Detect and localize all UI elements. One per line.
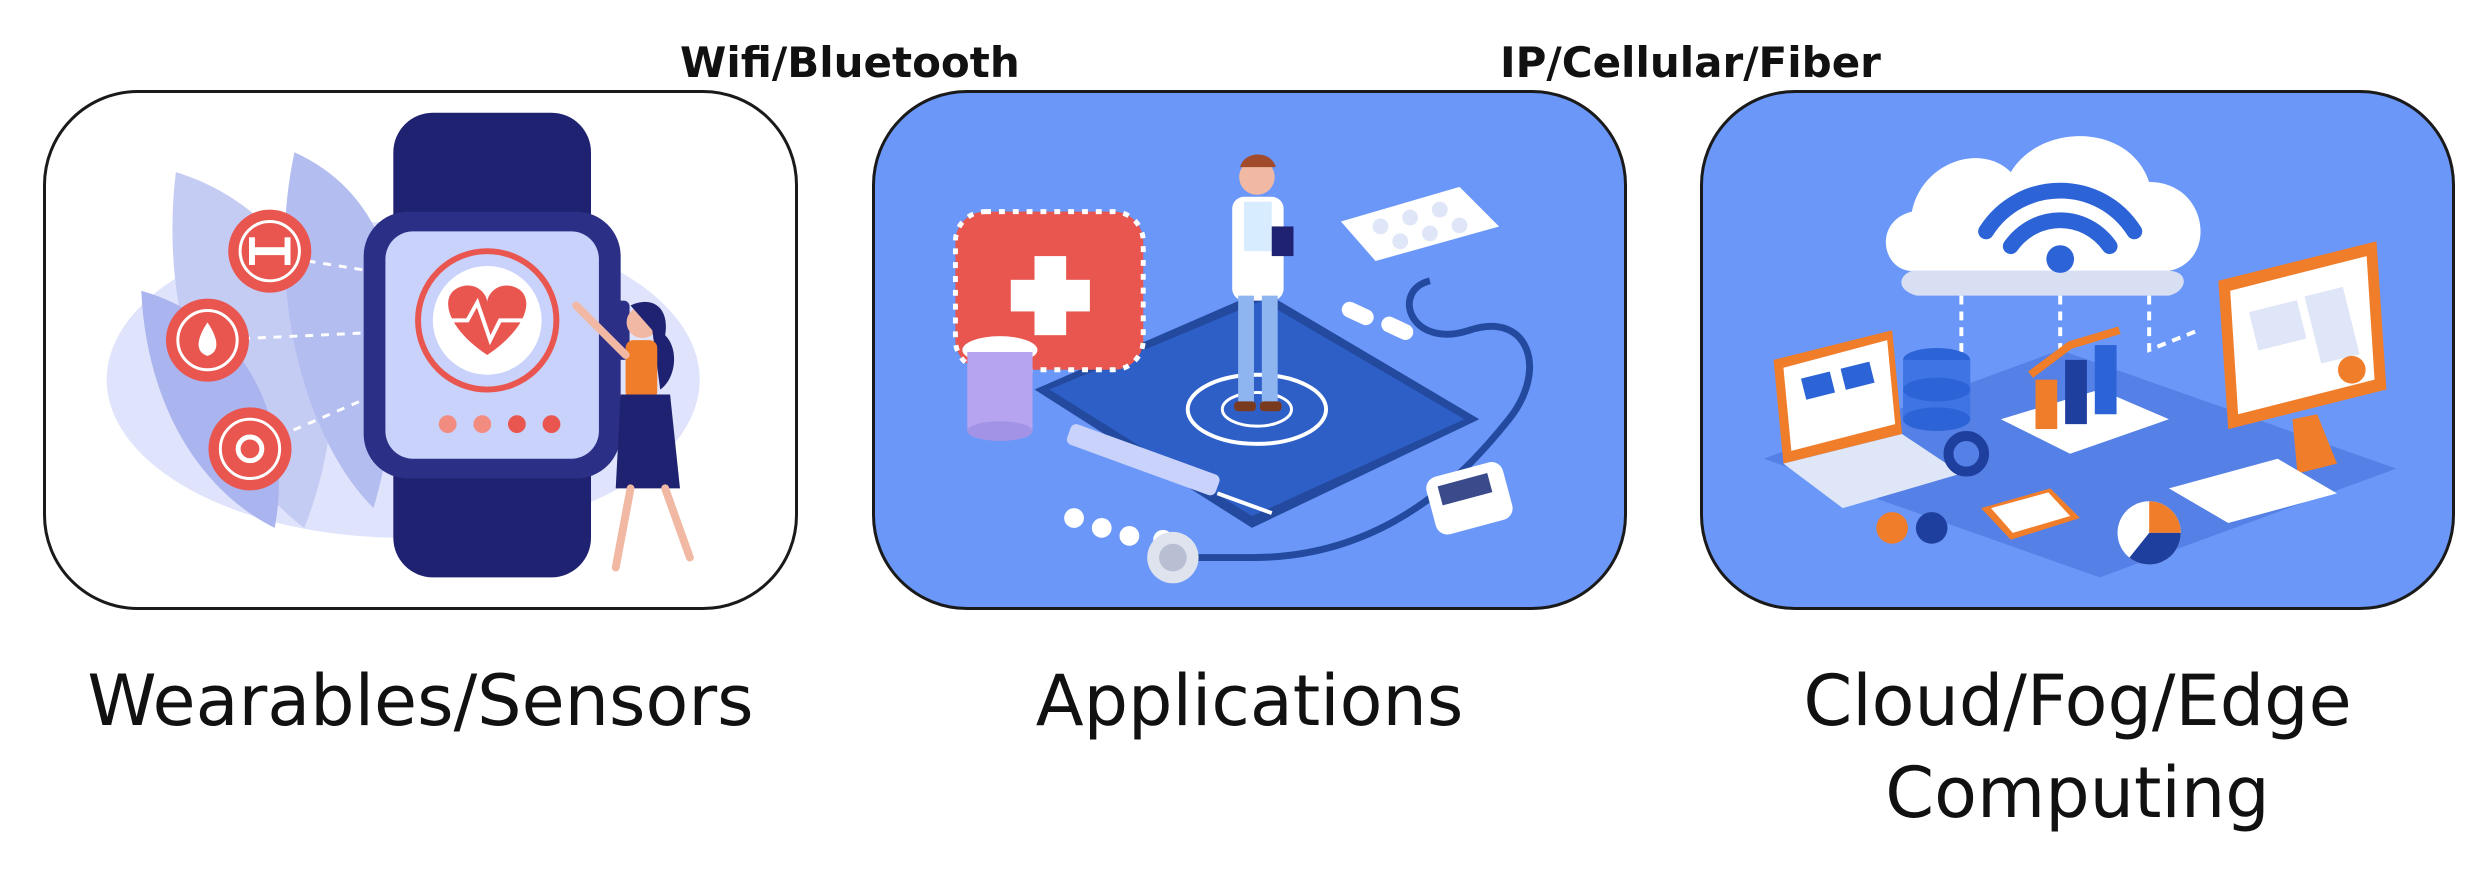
doctor-medical-tablet-icon — [952, 154, 1533, 584]
caption-line-2: Computing — [1885, 752, 2270, 834]
wearables-panel — [43, 90, 798, 610]
applications-caption: Applications — [872, 655, 1627, 747]
caption-line: Applications — [1035, 660, 1464, 742]
wifi-bluetooth-label: Wifi/Bluetooth — [680, 38, 1020, 87]
cloud-panel — [1700, 90, 2455, 610]
caption-line: Wearables/Sensors — [87, 660, 754, 742]
caption-line-1: Cloud/Fog/Edge — [1803, 660, 2352, 742]
applications-panel — [872, 90, 1627, 610]
wearables-sensors-caption: Wearables/Sensors — [43, 655, 798, 747]
cloud-computing-network-icon — [1763, 136, 2397, 578]
smartwatch-heart-rate-icon — [106, 112, 700, 578]
cloud-fog-edge-computing-caption: Cloud/Fog/Edge Computing — [1700, 655, 2455, 839]
ip-cellular-fiber-label: IP/Cellular/Fiber — [1500, 38, 1881, 87]
